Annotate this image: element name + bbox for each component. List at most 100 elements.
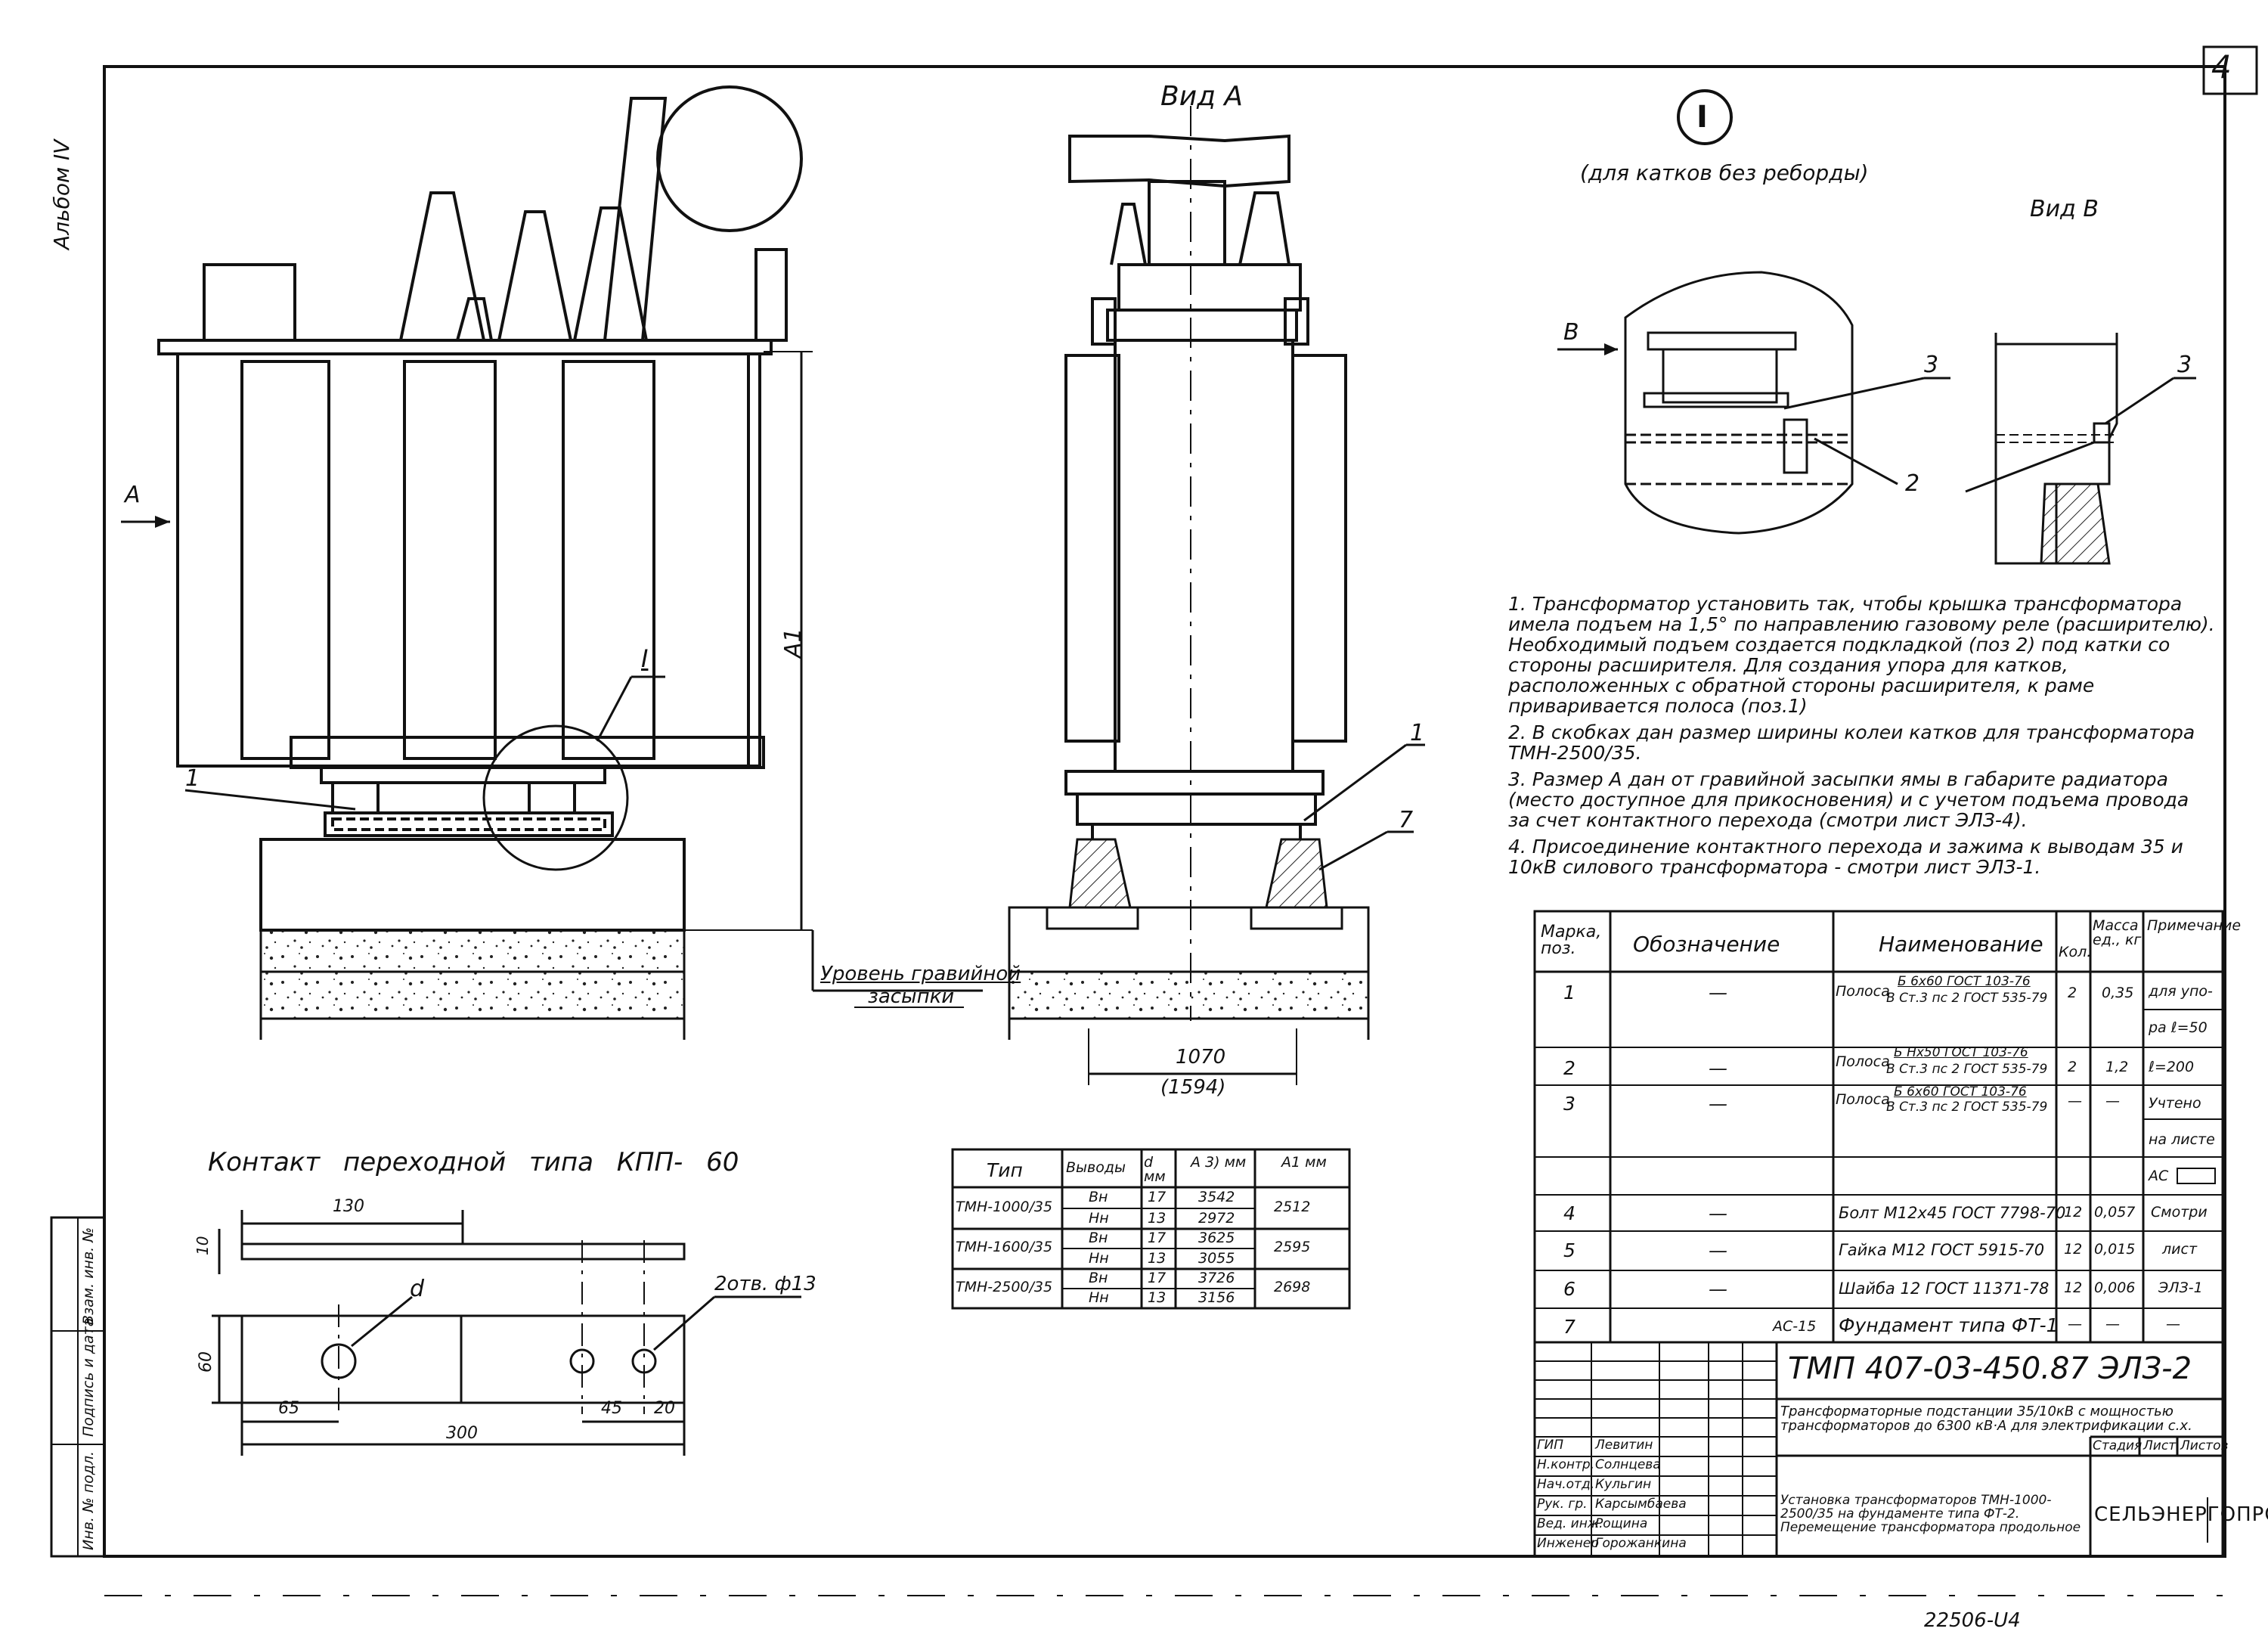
spec-r3-designation: —	[1709, 1057, 1727, 1079]
detail-i-parts	[1625, 331, 1852, 485]
spec-r9-designation: —	[1709, 1278, 1727, 1300]
sizes-r2-a1: 3625	[1198, 1230, 1235, 1246]
ground-level-line1: Уровень гравийной	[820, 963, 1021, 985]
spec-r3-qty: 2	[2068, 1059, 2077, 1075]
sizes-h-type: Тип	[987, 1159, 1023, 1181]
spec-r1-qty: 2	[2068, 985, 2077, 1001]
sizes-h-a1: А1 мм	[1281, 1154, 1327, 1171]
detail-caption: (для катков без реборды)	[1580, 160, 1869, 185]
stamp-inv-no: Инв. № подл.	[80, 1450, 97, 1550]
spec-r1-mass: 0,35	[2102, 985, 2134, 1001]
sizes-r1-out2: Нн	[1089, 1210, 1109, 1227]
sizes-r1-a2: 2972	[1198, 1210, 1235, 1227]
spec-r7-pos: 4	[1563, 1202, 1576, 1224]
spec-r1-name-bot: В Ст.3 пс 2 ГОСТ 535-79	[1886, 991, 2048, 1006]
spec-r10-qty: —	[2068, 1316, 2082, 1332]
callout-1-side: 1	[185, 765, 200, 792]
sheet-header: Лист	[2143, 1438, 2177, 1453]
staff-name-2: Солнцева	[1595, 1457, 1661, 1472]
sizes-r2-out2: Нн	[1089, 1250, 1109, 1267]
sizes-r1-out1: Вн	[1089, 1189, 1108, 1205]
spec-r4-pos: 3	[1563, 1093, 1576, 1115]
sizes-r2-out1: Вн	[1089, 1230, 1108, 1246]
sizes-r3-d1: 17	[1148, 1270, 1167, 1286]
project-name: Трансформаторные подстанции 35/10кВ с мо…	[1780, 1404, 2192, 1434]
stamp-signature: Подпись и дата	[80, 1317, 97, 1437]
transformer-side-view	[157, 85, 803, 837]
stage-header: Стадия	[2093, 1438, 2143, 1453]
view-a-drawing	[1064, 134, 1347, 839]
staff-role-2: Н.контр.	[1537, 1457, 1595, 1472]
sizes-r3-d2: 13	[1148, 1289, 1167, 1306]
note-3: 3. Размер А дан от гравийной засыпки ямы…	[1508, 768, 2189, 831]
spec-r1-note: для упо-	[2149, 983, 2213, 1000]
spec-r7-note: Смотри	[2151, 1204, 2208, 1221]
sizes-r3-a1: 3726	[1198, 1270, 1235, 1286]
sizes-r3-out1: Вн	[1089, 1270, 1108, 1286]
detail-i-circle	[482, 724, 629, 871]
spec-r1-designation: —	[1709, 982, 1727, 1003]
staff-role-3: Нач.отд.	[1537, 1477, 1595, 1492]
sheet-frame	[103, 45, 2258, 1596]
sizes-r3-a2: 3156	[1198, 1289, 1235, 1306]
spec-r5-note: на листе	[2149, 1131, 2215, 1148]
spec-r4-qty: —	[2068, 1093, 2082, 1109]
sizes-r2-a2: 3055	[1198, 1250, 1235, 1267]
contact-title: Контакт переходной типа КПП- 60	[208, 1147, 739, 1177]
sizes-h-out: Выводы	[1066, 1159, 1126, 1176]
callout-3-detail: 3	[1924, 352, 1939, 378]
note-1: 1. Трансформатор установить так, чтобы к…	[1508, 593, 2215, 717]
detail-i-symbol-label: I	[1696, 100, 1708, 135]
spec-r7-qty: 12	[2064, 1204, 2083, 1221]
detail-i-symbol	[1677, 89, 1733, 145]
spec-r3-pos: 2	[1563, 1057, 1576, 1079]
view-a-title: Вид А	[1160, 81, 1244, 112]
album-label: Альбом IV	[49, 139, 74, 250]
side-stamp	[50, 1216, 106, 1558]
spec-r10-note: —	[2166, 1316, 2180, 1332]
note-2: 2. В скобках дан размер ширины колеи кат…	[1508, 721, 2195, 764]
contact-dim-20: 20	[654, 1399, 675, 1418]
spec-h-note: Примечание	[2147, 917, 2242, 934]
organization-name: СЕЛЬЭНЕРГОПРОЕКТ	[2094, 1503, 2268, 1526]
sizes-r2-type: ТМН-1600/35	[956, 1239, 1053, 1255]
sheets-header: Листов	[2180, 1438, 2229, 1453]
staff-role-1: ГИП	[1537, 1438, 1563, 1453]
sizes-r2-d1: 17	[1148, 1230, 1167, 1246]
spec-r8-qty: 12	[2064, 1241, 2083, 1258]
staff-name-3: Кульгин	[1595, 1477, 1652, 1492]
staff-role-4: Рук. гр.	[1537, 1497, 1588, 1512]
drawing-title: Установка трансформаторов ТМН-1000-2500/…	[1780, 1493, 2081, 1535]
spec-r3-name-bot: В Ст.3 пс 2 ГОСТ 535-79	[1886, 1062, 2048, 1077]
detail-ref: I	[641, 644, 649, 673]
drawing-code: ТМП 407-03-450.87 ЭЛЗ-2	[1788, 1351, 2192, 1386]
spec-r1-name-main: Полоса	[1836, 983, 1890, 1000]
sizes-r2-a1val: 2595	[1274, 1239, 1311, 1255]
contact-holes-label: 2отв. ф13	[714, 1273, 816, 1295]
spec-r4-designation: —	[1709, 1093, 1727, 1115]
sizes-r1-d2: 13	[1148, 1210, 1167, 1227]
sizes-h-a: А 3) мм	[1191, 1154, 1247, 1171]
spec-r8-pos: 5	[1563, 1239, 1576, 1261]
sizes-r1-d1: 17	[1148, 1189, 1167, 1205]
spec-r1-pos: 1	[1563, 982, 1576, 1003]
arrow-a-label: А	[125, 482, 141, 508]
contact-dim-45: 45	[601, 1399, 622, 1418]
callout-1-view-a: 1	[1410, 720, 1425, 746]
contact-kpp60-drawing	[212, 1210, 801, 1456]
contact-dim-300: 300	[446, 1424, 478, 1443]
spec-r3-note: ℓ=200	[2149, 1059, 2195, 1075]
ground-level-line2: засыпки	[868, 985, 955, 1008]
contact-dim-65: 65	[278, 1399, 299, 1418]
gauge-dim-alt: (1594)	[1160, 1076, 1226, 1099]
view-b-drawing	[1994, 333, 2118, 565]
spec-r7-name: Болт М12х45 ГОСТ 7798-70	[1839, 1204, 2066, 1222]
spec-r10-mass: —	[2105, 1316, 2120, 1332]
foundation-side	[259, 838, 686, 1040]
spec-r10-pos: 7	[1563, 1316, 1576, 1338]
contact-dim-130: 130	[333, 1197, 364, 1216]
staff-name-1: Левитин	[1595, 1438, 1653, 1453]
spec-h-name: Наименование	[1879, 932, 2043, 957]
spec-table-grid	[1533, 910, 2224, 1344]
